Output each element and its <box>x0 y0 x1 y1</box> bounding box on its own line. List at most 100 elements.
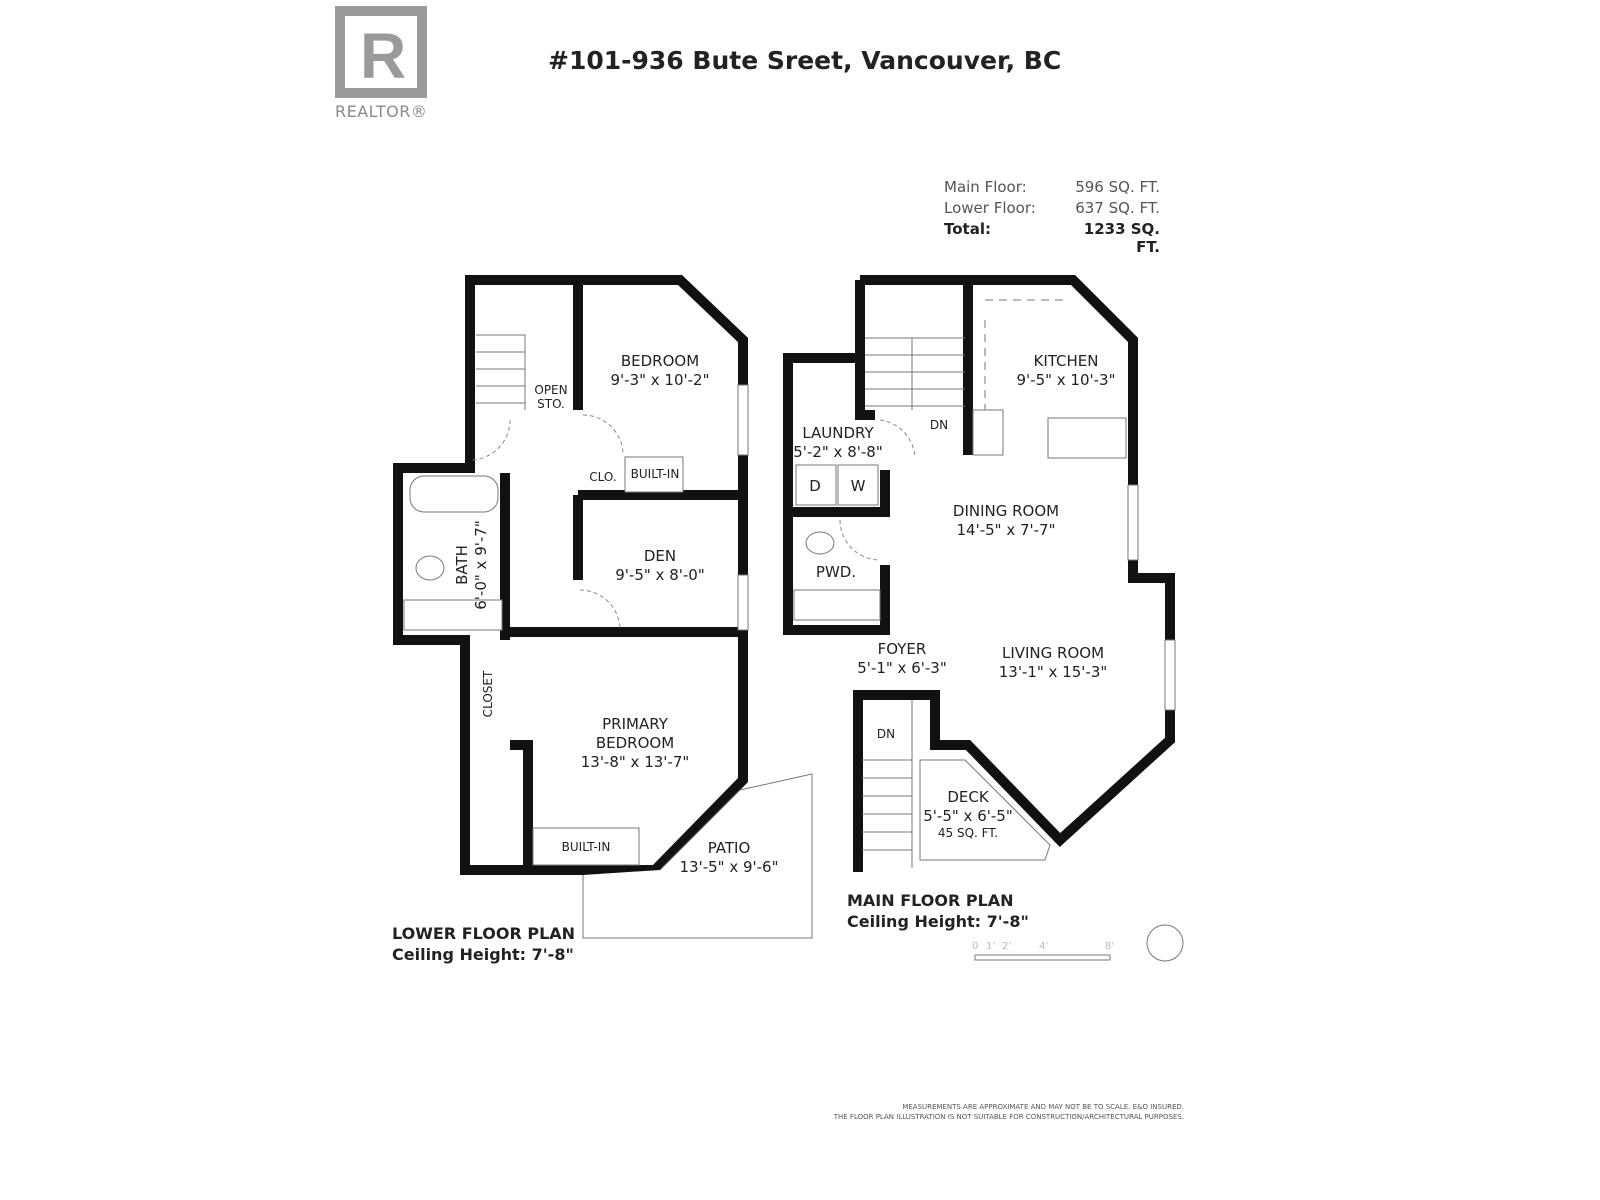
area-row-total: Total: 1233 SQ. FT. <box>944 220 1160 256</box>
area-label: Lower Floor: <box>944 199 1036 217</box>
scale-tick: 1' <box>986 941 996 952</box>
scale-bar <box>974 954 1111 961</box>
room-area: 45 SQ. FT. <box>937 826 999 840</box>
main-interior-wall <box>855 358 875 420</box>
room-name-2: STO. <box>537 397 565 411</box>
room-name: DEN <box>643 547 677 565</box>
room-dims: 9'-3" x 10'-2" <box>610 371 710 389</box>
scale-tick: 8' <box>1105 941 1115 952</box>
patio-outline <box>582 773 813 939</box>
room-dims: 5'-5" x 6'-5" <box>923 807 1013 825</box>
disclaimer-line: THE FLOOR PLAN ILLUSTRATION IS NOT SUITA… <box>833 1113 1184 1121</box>
ceiling-height: Ceiling Height: 7'-8" <box>392 945 574 964</box>
vanity <box>793 589 881 621</box>
window <box>737 574 749 631</box>
room-name: BEDROOM <box>620 352 700 370</box>
window <box>1164 639 1176 711</box>
room-name: OPEN <box>534 383 568 397</box>
lower-floor-plan-label: LOWER FLOOR PLAN Ceiling Height: 7'-8" <box>392 923 575 965</box>
toilet <box>415 555 445 581</box>
room-name: PATIO <box>707 839 751 857</box>
kitchen-island-sink <box>1047 417 1127 459</box>
room-closet: CLOSET <box>481 670 495 718</box>
room-name: FOYER <box>877 640 927 658</box>
area-row-lower: Lower Floor: 637 SQ. FT. <box>944 199 1160 220</box>
room-name: PRIMARY <box>602 715 668 733</box>
room-name-2: BEDROOM <box>595 734 675 752</box>
room-dims: 13'-5" x 9'-6" <box>679 858 779 876</box>
room-name: LAUNDRY <box>802 424 874 442</box>
deck-outline <box>919 759 1051 861</box>
plan-title: LOWER FLOOR PLAN <box>392 924 576 943</box>
page-title: #101-936 Bute Sreet, Vancouver, BC <box>548 46 1062 75</box>
kitchen-counter-dashed <box>984 299 1065 410</box>
washer <box>837 464 879 506</box>
room-dims: 9'-5" x 10'-3" <box>1016 371 1116 389</box>
room-dims: 14'-5" x 7'-7" <box>956 521 1056 539</box>
realtor-logo-text: REALTOR® <box>335 102 428 121</box>
disclaimer-line: MEASUREMENTS ARE APPROXIMATE AND MAY NOT… <box>902 1103 1184 1111</box>
room-powder: PWD. <box>815 563 857 581</box>
area-value: 1233 SQ. FT. <box>1083 220 1160 256</box>
built-in-label: BUILT-IN <box>561 840 611 854</box>
ceiling-height: Ceiling Height: 7'-8" <box>847 912 1029 931</box>
room-name: DINING ROOM <box>952 502 1060 520</box>
stair-dn-label: DN <box>876 727 896 741</box>
north-arrow-icon <box>1146 924 1184 962</box>
room-dims: 5'-2" x 8'-8" <box>793 443 883 461</box>
built-in <box>624 456 684 493</box>
area-value: 596 SQ. FT. <box>1075 178 1160 196</box>
main-floor-outer-wall <box>853 275 1175 872</box>
lower-floor-outer-wall <box>393 275 748 875</box>
scale-tick: 2' <box>1002 941 1012 952</box>
dryer-label: D <box>809 477 821 495</box>
room-dims: 13'-1" x 15'-3" <box>998 663 1108 681</box>
vanity <box>403 599 503 631</box>
stairs <box>476 334 526 410</box>
area-value: 637 SQ. FT. <box>1075 199 1160 217</box>
area-summary: Main Floor: 596 SQ. FT. Lower Floor: 637 S… <box>944 178 1160 256</box>
stairs <box>862 700 913 868</box>
realtor-logo-inner <box>345 16 417 88</box>
plan-title: MAIN FLOOR PLAN <box>847 891 1014 910</box>
area-label: Total: <box>944 220 991 238</box>
built-in-label: BUILT-IN <box>630 467 680 481</box>
window <box>737 384 749 456</box>
main-floor-plan-label: MAIN FLOOR PLAN Ceiling Height: 7'-8" <box>847 890 1029 932</box>
dryer <box>795 464 837 506</box>
stairs <box>865 337 965 410</box>
realtor-logo-r-icon: R <box>360 20 407 92</box>
room-dims: 13'-8" x 13'-7" <box>580 753 690 771</box>
room-name: BATH <box>453 545 471 585</box>
area-label: Main Floor: <box>944 178 1027 196</box>
disclaimer: MEASUREMENTS ARE APPROXIMATE AND MAY NOT… <box>830 1102 1184 1122</box>
washer-label: W <box>850 477 866 495</box>
built-in <box>532 827 640 866</box>
lower-closet-wall <box>510 740 533 865</box>
main-interior-wall <box>788 470 890 517</box>
scale-ticks: 0 1' 2' 4' 8' <box>972 941 1122 955</box>
area-row-main: Main Floor: 596 SQ. FT. <box>944 178 1160 199</box>
window <box>1127 484 1139 561</box>
bathtub <box>409 475 499 513</box>
toilet <box>805 531 835 555</box>
room-dims: 9'-5" x 8'-0" <box>615 566 705 584</box>
scale-tick: 0 <box>972 941 979 952</box>
room-name: LIVING ROOM <box>1001 644 1105 662</box>
room-name: KITCHEN <box>1033 352 1099 370</box>
main-interior-wall <box>783 280 890 635</box>
room-dims: 6'-0" x 9'-7" <box>472 520 490 610</box>
stair-dn-label: DN <box>929 418 949 432</box>
